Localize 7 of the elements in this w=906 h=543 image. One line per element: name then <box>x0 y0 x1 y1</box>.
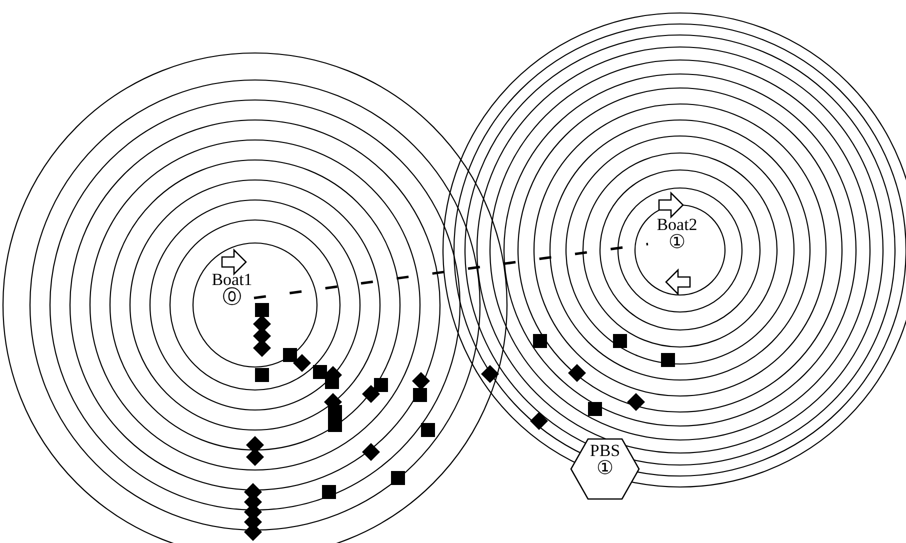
node-name: PBS <box>588 442 622 460</box>
dashed-link-line <box>254 242 648 300</box>
circled-number: ① <box>596 460 614 478</box>
circled-number: ① <box>668 234 686 252</box>
node-name: Boat2 <box>656 216 698 234</box>
circled-number: ⓪ <box>222 289 242 307</box>
hexagon-marker <box>570 438 640 500</box>
